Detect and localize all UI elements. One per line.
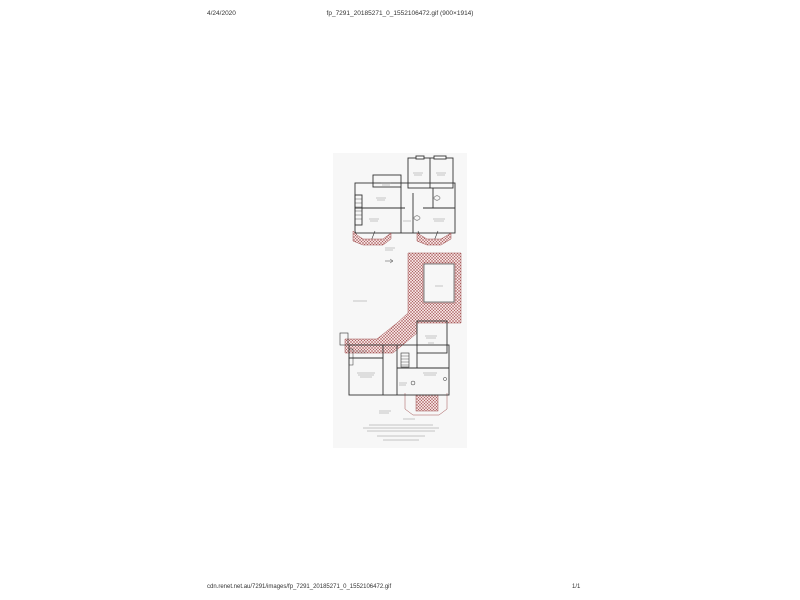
lower-floor-plan: [339, 263, 455, 396]
lower-room-labels: [353, 285, 443, 420]
upper-floor-plan: [354, 155, 456, 242]
print-source-url: cdn.renet.net.au/7291/images/fp_7291_201…: [207, 584, 392, 590]
floor-plan-disclaimer: [363, 424, 439, 441]
front-porch: [415, 394, 439, 412]
lower-deck-area: [344, 252, 462, 354]
north-arrow-icon: [385, 258, 394, 264]
upper-balcony-right: [416, 232, 452, 246]
print-page-title: fp_7291_20185271_0_1552106472.gif (900×1…: [326, 10, 474, 17]
print-page-number: 1/1: [572, 584, 581, 590]
upper-balcony-left: [352, 230, 392, 246]
floor-plan-image: [333, 153, 467, 448]
print-date: 4/24/2020: [207, 10, 236, 17]
upper-room-labels: [369, 172, 446, 251]
front-steps: [404, 393, 448, 416]
